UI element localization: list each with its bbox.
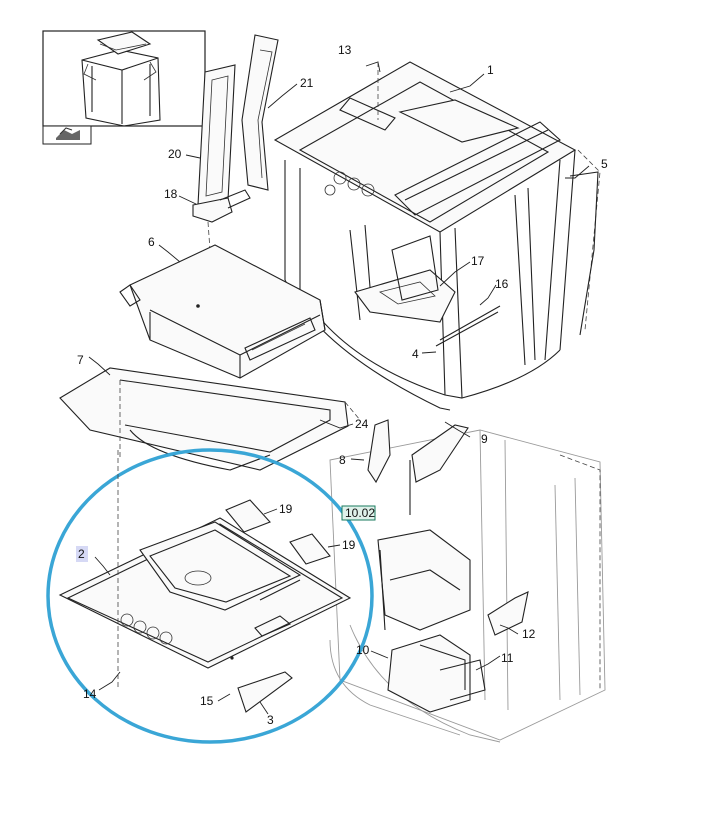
callout-10[interactable]: 10 bbox=[356, 643, 370, 657]
callout-21[interactable]: 21 bbox=[300, 76, 314, 90]
callout-6[interactable]: 6 bbox=[148, 235, 155, 249]
callout-1[interactable]: 1 bbox=[487, 63, 494, 77]
leader-lines bbox=[88, 61, 590, 715]
reference-tag[interactable]: 10.02 bbox=[341, 505, 376, 521]
callout-18[interactable]: 18 bbox=[164, 187, 178, 201]
part-10-11-floor-panels bbox=[387, 634, 486, 713]
callout-12[interactable]: 12 bbox=[522, 627, 536, 641]
console-assembly bbox=[377, 529, 471, 631]
callout-8[interactable]: 8 bbox=[339, 453, 346, 467]
part-19-labels bbox=[225, 499, 331, 565]
callout-16[interactable]: 16 bbox=[495, 277, 509, 291]
callout-19-upper[interactable]: 19 bbox=[279, 502, 293, 516]
callout-15[interactable]: 15 bbox=[200, 694, 214, 708]
callout-4[interactable]: 4 bbox=[412, 347, 419, 361]
cab-frame bbox=[273, 61, 601, 411]
callout-11[interactable]: 11 bbox=[501, 651, 514, 665]
callout-17[interactable]: 17 bbox=[471, 254, 485, 268]
callout-5[interactable]: 5 bbox=[601, 157, 608, 171]
callout-7[interactable]: 7 bbox=[77, 353, 84, 367]
callout-3[interactable]: 3 bbox=[267, 713, 274, 727]
callout-14[interactable]: 14 bbox=[83, 687, 97, 701]
part-3-plate bbox=[237, 671, 293, 713]
part-18-bracket bbox=[192, 189, 251, 251]
callout-9[interactable]: 9 bbox=[481, 432, 488, 446]
callout-24[interactable]: 24 bbox=[355, 417, 369, 431]
reference-tag-label: 10.02 bbox=[345, 506, 375, 520]
callouts: 1 2 3 4 5 6 7 8 9 10 11 12 13 14 15 16 1… bbox=[77, 43, 608, 727]
part-12-bracket bbox=[487, 591, 529, 636]
part-21-panel bbox=[241, 34, 279, 191]
callout-2-highlight bbox=[76, 546, 88, 562]
highlight-circle bbox=[46, 448, 374, 744]
part-9-trim bbox=[409, 424, 469, 515]
callout-20[interactable]: 20 bbox=[168, 147, 182, 161]
view-toggle-icon[interactable] bbox=[42, 125, 92, 145]
callout-19-lower[interactable]: 19 bbox=[342, 538, 356, 552]
callout-2[interactable]: 2 bbox=[78, 547, 85, 561]
thumbnail-inset[interactable] bbox=[42, 30, 206, 127]
part-2-roof-panel bbox=[58, 517, 352, 669]
part-7-headliner bbox=[59, 367, 361, 471]
part-8-trim bbox=[367, 419, 391, 484]
callout-13[interactable]: 13 bbox=[338, 43, 352, 57]
part-6-roof-liner bbox=[119, 244, 326, 379]
